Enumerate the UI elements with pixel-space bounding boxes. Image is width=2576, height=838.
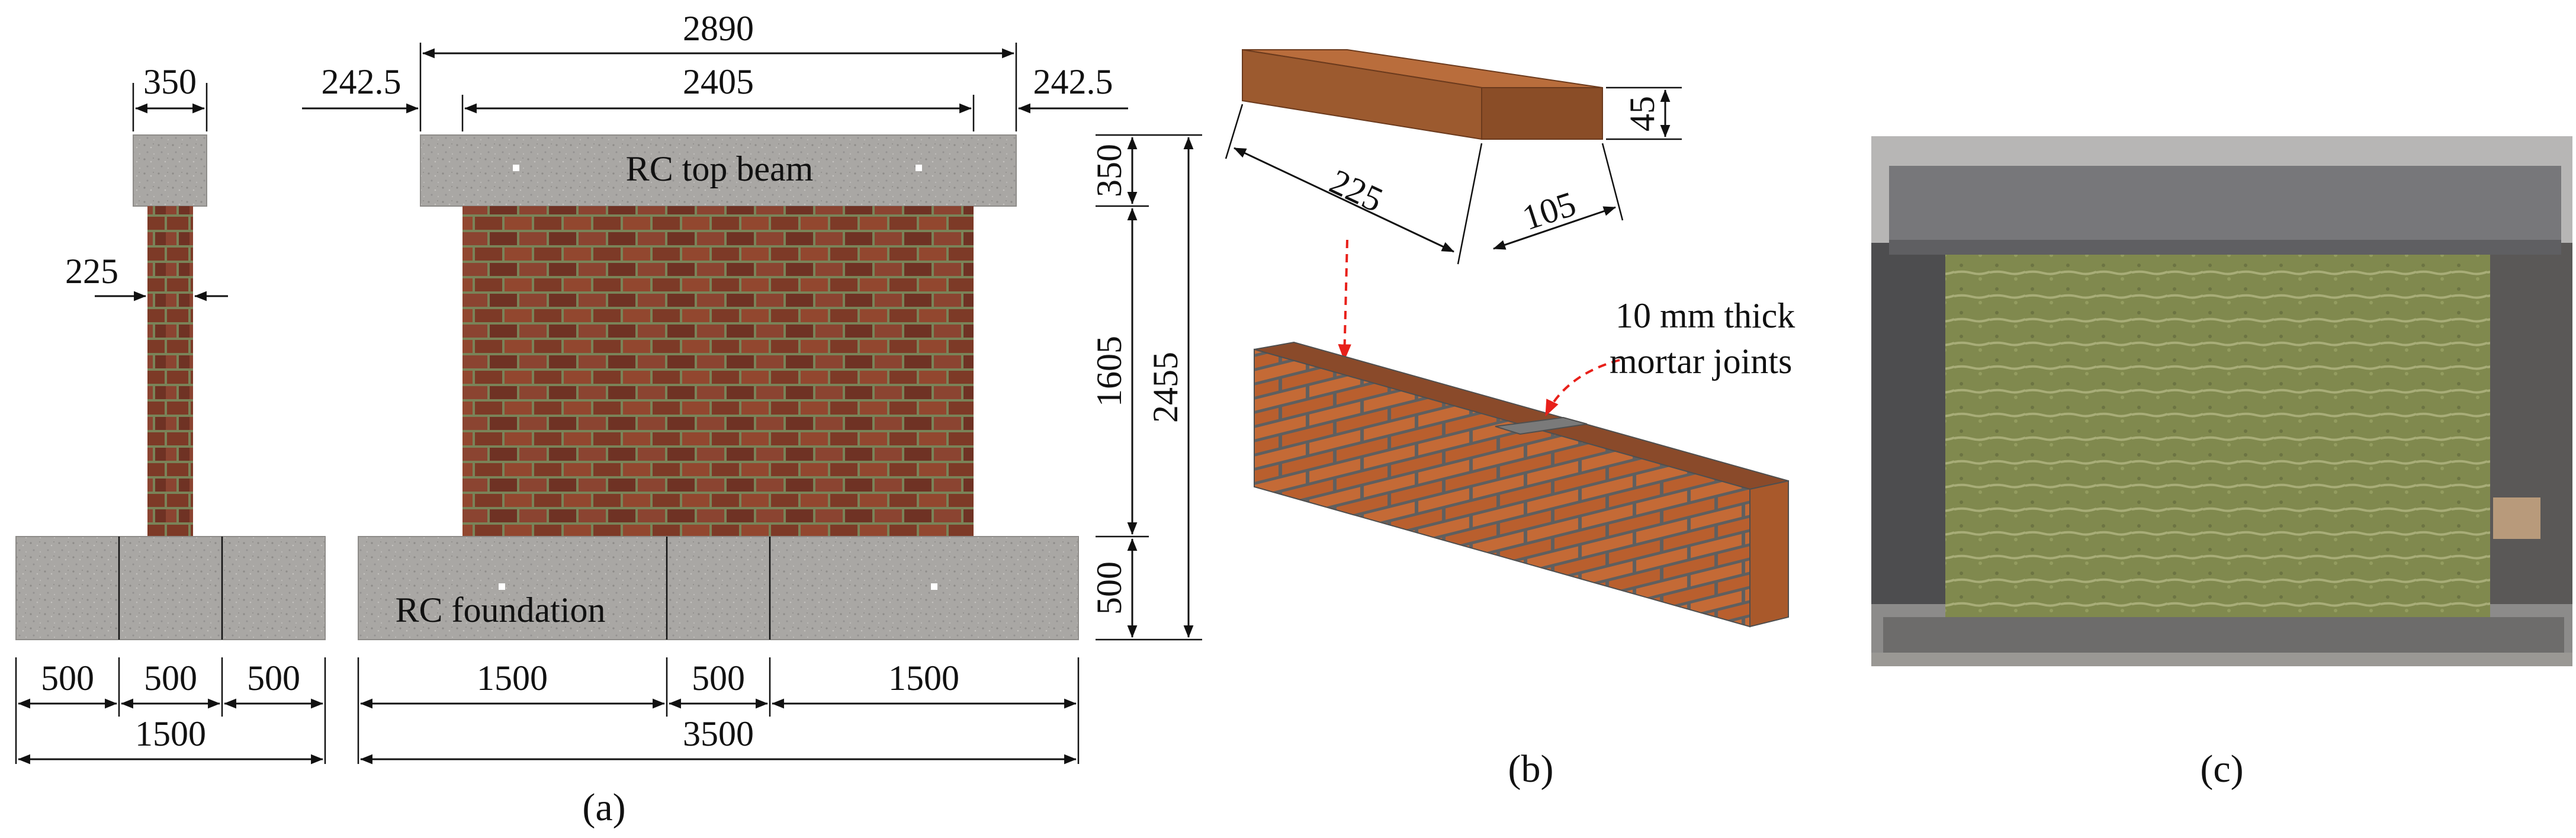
- wall-end-face: [1749, 480, 1789, 628]
- side-foundation: [15, 536, 326, 640]
- brick-height-label: 45: [1623, 96, 1662, 131]
- side-base-segment-2: 500: [144, 659, 197, 698]
- beam-anchor-right: [916, 165, 922, 171]
- photo-foundation: [1883, 617, 2564, 653]
- mortar-note-arrow: [1544, 359, 1620, 417]
- panel-a-label: (a): [582, 786, 625, 829]
- side-wall-thickness-label: 225: [65, 252, 118, 291]
- mortar-joint-highlight: [1495, 416, 1588, 435]
- front-base-total: 3500: [683, 714, 754, 753]
- mortar-note-line-1: 10 mm thick: [1615, 296, 1795, 335]
- panel-c-label: (c): [2200, 747, 2243, 791]
- left-offset-label: 242.5: [322, 62, 402, 101]
- side-view: 350 225 500 500 500 1500: [15, 62, 326, 765]
- photo-floor: [1871, 653, 2572, 666]
- specimen-photo: [1871, 136, 2572, 666]
- beam-anchor-left: [513, 165, 519, 171]
- photo-top-beam-shade: [1889, 240, 2561, 255]
- foundation-label: RC foundation: [396, 590, 606, 630]
- front-foundation: [358, 536, 1079, 640]
- side-base-segment-1: 500: [41, 659, 94, 698]
- foundation-anchor-left: [499, 583, 505, 590]
- mortar-note-line-2: mortar joints: [1610, 342, 1792, 381]
- top-beam-label: RC top beam: [626, 149, 814, 188]
- wall-length-label: 2405: [683, 62, 754, 101]
- photo-right-equipment: [2490, 243, 2572, 604]
- brick-length-label: 225: [1324, 162, 1389, 220]
- photo-wall: [1945, 255, 2490, 617]
- beam-height-label: 350: [1090, 144, 1129, 197]
- side-top-beam: [133, 134, 207, 207]
- foundation-anchor-right: [931, 583, 937, 590]
- overall-top-label: 2890: [683, 9, 754, 48]
- brick-side-face: [1481, 87, 1603, 140]
- front-wall: [462, 206, 974, 537]
- wall-front-face: [1254, 348, 1750, 628]
- brick-unit: 45 225 105: [1225, 49, 1682, 265]
- front-base-segment-3: 1500: [888, 659, 959, 698]
- photo-left-equipment: [1871, 243, 1945, 604]
- photo-box: [2493, 497, 2540, 539]
- panel-b-label: (b): [1508, 747, 1554, 791]
- side-base-total: 1500: [135, 714, 206, 753]
- total-height-label: 2455: [1146, 352, 1185, 423]
- right-offset-label: 242.5: [1033, 62, 1113, 101]
- brick-to-wall-arrow: [1338, 239, 1351, 361]
- front-view: RC top beam RC foundation 2890 2405 242.…: [302, 9, 1202, 765]
- side-top-width-label: 350: [143, 62, 197, 101]
- front-base-segment-2: 500: [692, 659, 745, 698]
- brick-width-label: 105: [1518, 184, 1581, 238]
- foundation-height-label: 500: [1090, 561, 1129, 615]
- wall-height-label: 1605: [1090, 336, 1129, 407]
- side-wall: [147, 206, 193, 537]
- side-base-segment-3: 500: [247, 659, 300, 698]
- brick-wall-3d: [1254, 341, 1789, 628]
- front-base-segment-1: 1500: [477, 659, 548, 698]
